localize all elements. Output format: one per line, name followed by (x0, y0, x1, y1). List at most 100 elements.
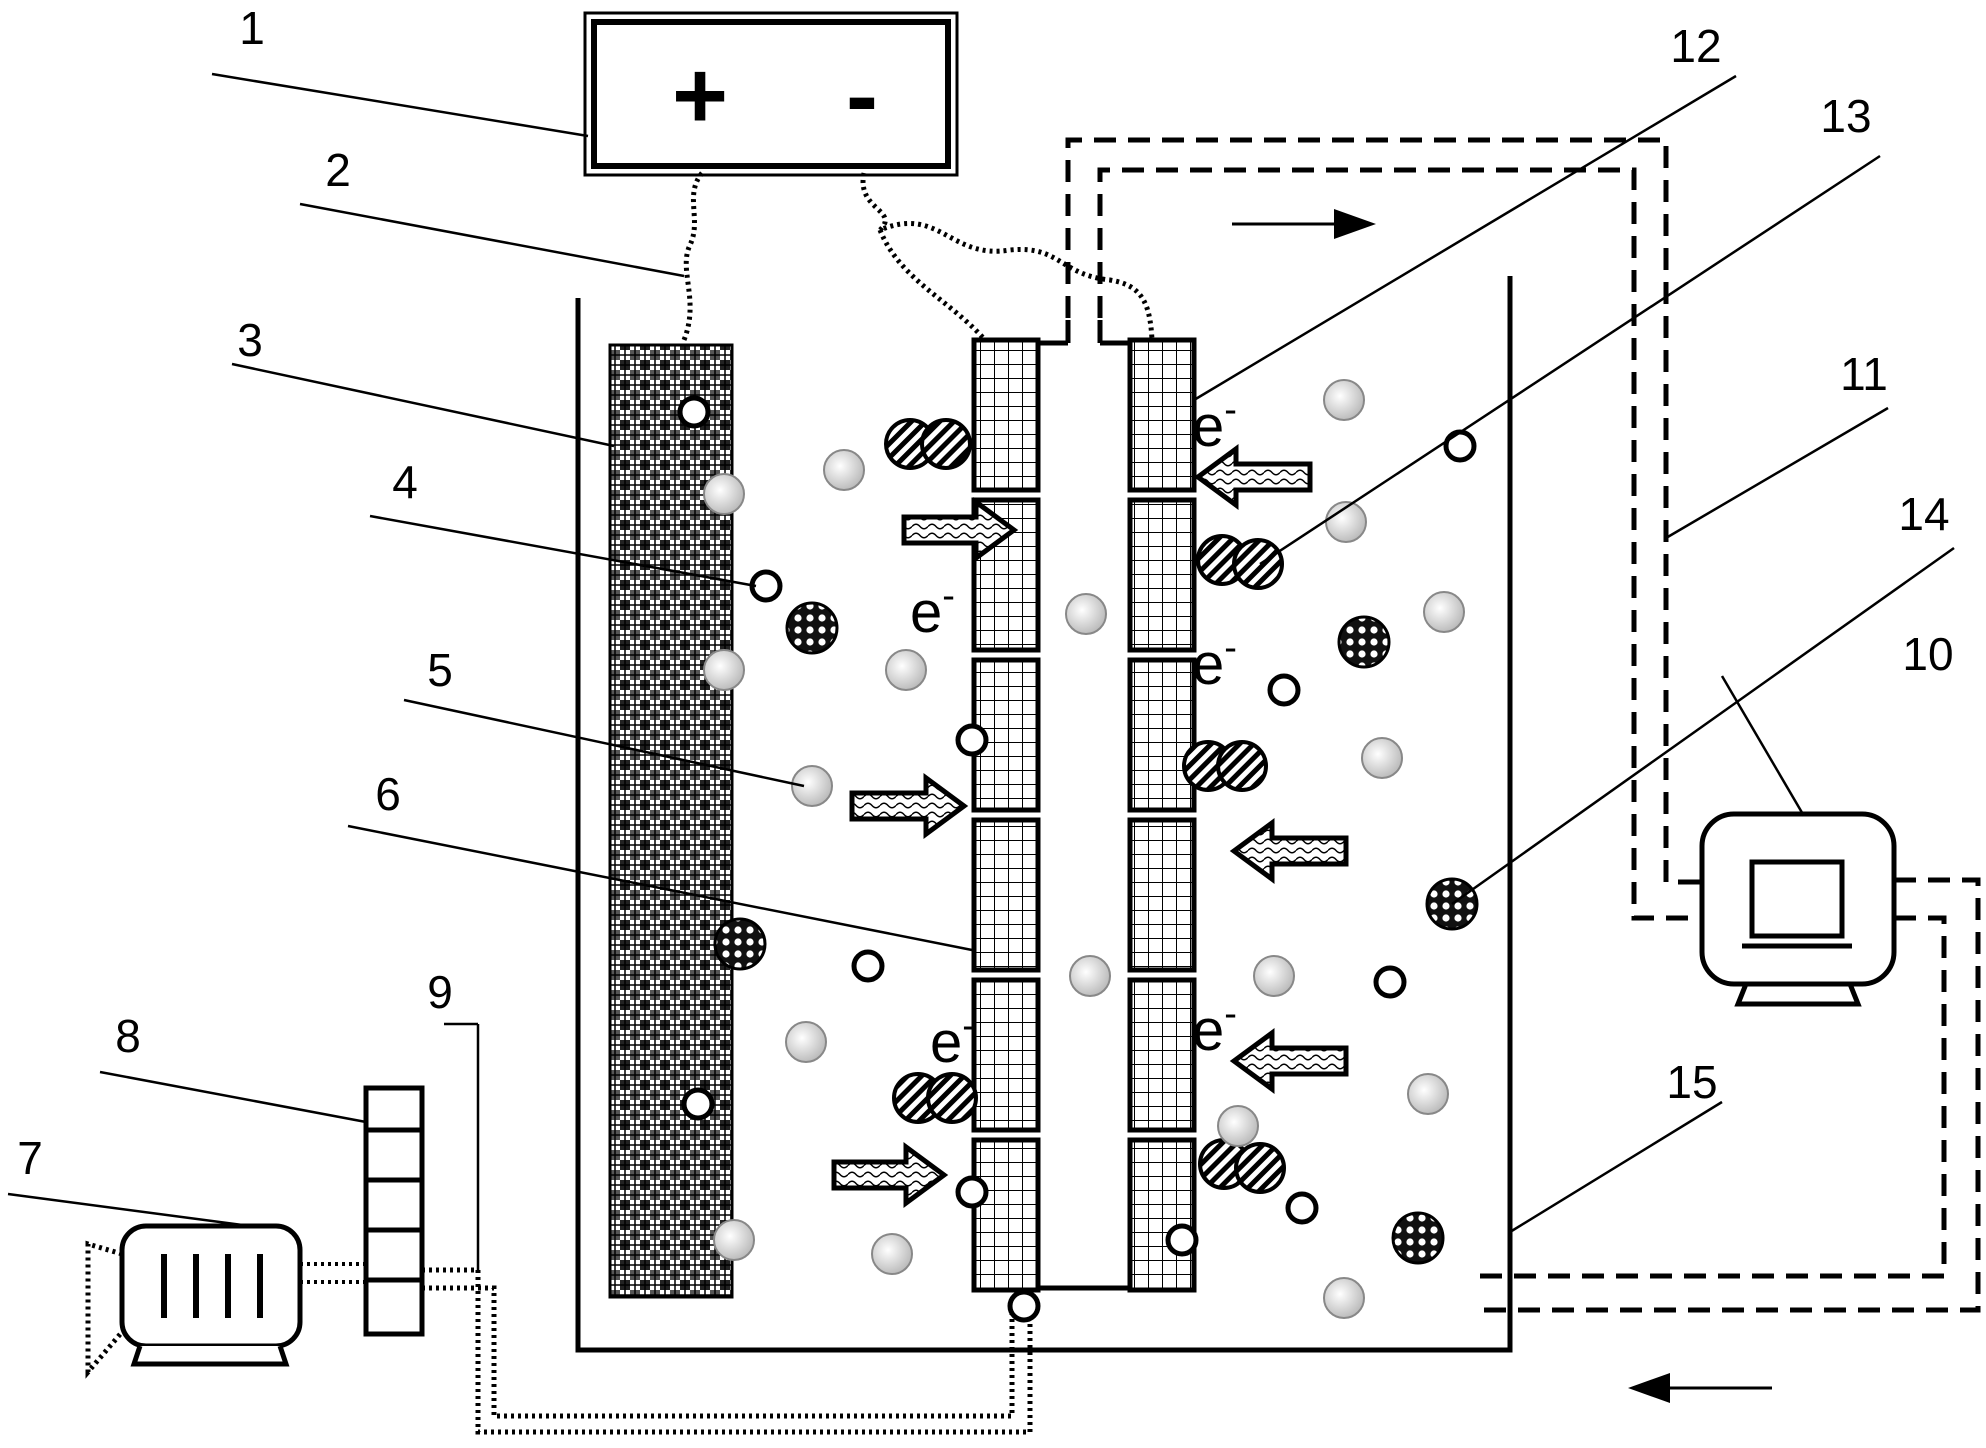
wavy-flow-arrow-icon (1229, 1028, 1349, 1094)
contaminant-particle-icon (871, 1233, 913, 1275)
electron-label: e- (1192, 389, 1237, 459)
oxygen-bubble-icon (1267, 673, 1301, 707)
cathode-cell (1127, 817, 1197, 973)
leader-line-7 (7, 1192, 251, 1228)
cathode-cell (971, 977, 1041, 1133)
label-6: 6 (375, 768, 401, 820)
dual-hatched-molecule-icon (1198, 1138, 1286, 1194)
leader-line-12 (1193, 74, 1737, 402)
power-supply-icon (583, 11, 959, 177)
return-pipe-outer (1476, 877, 1981, 1313)
leader-line-3 (231, 362, 615, 448)
recirculation-pipe-outer (1065, 137, 1702, 885)
leader-line-2 (299, 202, 685, 278)
microbe-cluster-icon (1337, 615, 1391, 669)
leader-line-14 (1451, 546, 1955, 906)
wavy-flow-arrow-icon (1229, 818, 1349, 884)
label-13: 13 (1820, 90, 1871, 142)
contaminant-particle-icon (1423, 591, 1465, 633)
label-10: 10 (1902, 628, 1953, 680)
contaminant-particle-icon (885, 649, 927, 691)
dual-hatched-molecule-icon (1182, 740, 1268, 792)
dual-hatched-molecule-icon (884, 418, 972, 470)
electron-label: e- (930, 1005, 975, 1075)
cathode-cell (971, 817, 1041, 973)
label-2: 2 (325, 144, 351, 196)
cathode-cell (971, 337, 1041, 493)
positive-terminal-symbol: + (672, 42, 728, 149)
oxygen-bubble-icon (851, 949, 885, 983)
contaminant-particle-icon (791, 765, 833, 807)
dual-hatched-molecule-icon (892, 1072, 978, 1124)
microbe-cluster-icon (785, 601, 839, 655)
label-7: 7 (17, 1132, 43, 1184)
label-3: 3 (237, 314, 263, 366)
contaminant-particle-icon (823, 449, 865, 491)
electron-label: e- (1192, 627, 1237, 697)
reactor-tank (575, 276, 1513, 1353)
microbe-cluster-icon (713, 917, 767, 971)
oxygen-bubble-icon (749, 569, 783, 603)
cathode-cell (971, 1137, 1041, 1293)
contaminant-particle-icon (1361, 737, 1403, 779)
oxygen-bubble-icon (677, 395, 711, 429)
cathode-cell (1127, 657, 1197, 813)
cathode-wire (860, 172, 1155, 341)
label-5: 5 (427, 644, 453, 696)
cathode-outlet-pipe (1065, 320, 1103, 343)
contaminant-particle-icon (1069, 955, 1111, 997)
oxygen-bubble-icon (1443, 429, 1477, 463)
oxygen-bubble-icon (1165, 1223, 1199, 1257)
contaminant-particle-icon (703, 649, 745, 691)
filter-icon (363, 1085, 425, 1337)
leader-line-1 (211, 72, 589, 138)
microbe-cluster-icon (1391, 1211, 1445, 1265)
cathode-cell (1127, 497, 1197, 653)
pump-icon (85, 1223, 303, 1379)
contaminant-particle-icon (1065, 593, 1107, 635)
contaminant-particle-icon (785, 1021, 827, 1063)
leader-line-13 (1259, 154, 1881, 566)
contaminant-particle-icon (1323, 1277, 1365, 1319)
contaminant-particle-icon (1253, 955, 1295, 997)
contaminant-particle-icon (713, 1219, 755, 1261)
electron-label: e- (1192, 993, 1237, 1063)
recirculation-pipe-inner (1097, 167, 1702, 921)
aeration-pipe-link (300, 1262, 366, 1284)
aeration-pipe-outer (422, 1267, 1033, 1435)
oxygen-bubble-icon (681, 1087, 715, 1121)
dual-hatched-molecule-icon (1196, 534, 1284, 590)
wavy-flow-arrow-icon (831, 1142, 949, 1208)
label-12: 12 (1670, 20, 1721, 72)
label-1: 1 (239, 2, 265, 54)
negative-terminal-symbol: - (846, 42, 878, 149)
contaminant-particle-icon (1407, 1073, 1449, 1115)
leader-line-6 (347, 824, 973, 952)
anode-wire (681, 171, 705, 341)
wavy-flow-arrow-icon (901, 497, 1019, 563)
label-4: 4 (392, 456, 418, 508)
cathode-module-left (971, 337, 1041, 1293)
leader-line-15 (1509, 1100, 1723, 1234)
label-14: 14 (1898, 488, 1949, 540)
oxygen-bubble-icon (1373, 965, 1407, 999)
oxygen-bubble-icon (955, 1175, 989, 1209)
label-8: 8 (115, 1010, 141, 1062)
computer-monitor-icon (1699, 811, 1897, 1007)
cathode-cell (1127, 977, 1197, 1133)
oxygen-bubble-icon (1285, 1191, 1319, 1225)
cathode-cell (1127, 337, 1197, 493)
label-15: 15 (1666, 1056, 1717, 1108)
cathode-module-right (1127, 337, 1197, 1293)
leader-line-10 (1720, 675, 1806, 817)
contaminant-particle-icon (1217, 1105, 1259, 1147)
electron-label: e- (910, 575, 955, 645)
wavy-flow-arrow-icon (849, 773, 969, 839)
leader-line-5 (403, 698, 805, 788)
leader-line-11 (1665, 406, 1889, 540)
contaminant-particle-icon (703, 473, 745, 515)
cathode-cell (1127, 1137, 1197, 1293)
label-11: 11 (1840, 348, 1888, 400)
oxygen-bubble-icon (955, 723, 989, 757)
